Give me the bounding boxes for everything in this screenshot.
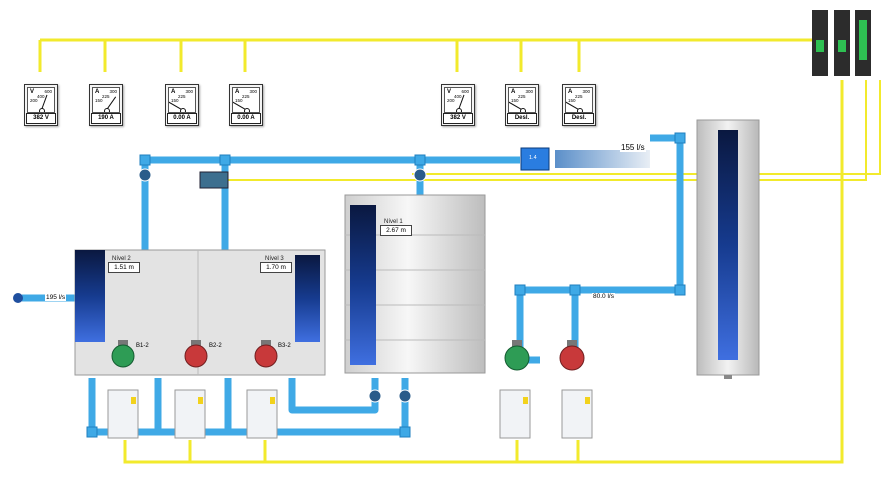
pump-b2[interactable] [184,340,208,368]
middle-tank [344,194,486,374]
meter-unit-letter: V [30,89,35,95]
meter-scale-high: 300 [582,89,590,94]
meter-scale-low: 150 [171,98,179,103]
meter-reading: 190 A [91,113,121,124]
meter-scale-mid: 225 [242,94,250,99]
flow-sensor-icon[interactable] [520,147,550,171]
tall-column [696,119,760,379]
drive-icon[interactable] [246,389,278,439]
pump-icon[interactable] [504,345,530,371]
meter-pivot [244,108,250,112]
pump-b3-label: B3-2 [278,343,291,349]
meter-scale-mid: 400 [37,94,45,99]
meter-scale-mid: 225 [518,94,526,99]
pump-b2-label: B2-2 [209,343,222,349]
meter-scale-low: 150 [95,98,103,103]
meter-reading: 0.00 A [231,113,261,124]
meter-unit-letter: A [95,89,100,95]
valve-icons[interactable] [138,168,427,403]
meter-scale-high: 300 [525,89,533,94]
meter-scale-low: 150 [511,98,519,103]
flow-sensor-readout: 1.4 [529,155,537,161]
meter-reading: 382 V [26,113,56,124]
meter-pivot [577,108,583,112]
meter-unit-letter: A [235,89,240,95]
meter-scale-high: 300 [109,89,117,94]
meter-pivot [520,108,526,112]
pump-icon[interactable] [111,344,135,368]
tank-level-2-label: Nível 2 [112,256,131,262]
meter-pivot [180,108,186,112]
pump-icon[interactable] [559,345,585,371]
meter-unit-letter: A [171,89,176,95]
pump-right-2[interactable] [559,340,585,371]
valve-icon[interactable] [368,389,382,403]
plc-modules[interactable] [812,10,871,76]
tank-level-2-value: 1.51 m [108,262,140,273]
meter-scale-mid: 225 [575,94,583,99]
pump-b3[interactable] [254,340,278,368]
meter-reading: 382 V [443,113,473,124]
riser-flow-readout: 80.0 l/s [592,293,615,300]
meter-scale-low: 150 [235,98,243,103]
flow-transmitter[interactable] [520,147,650,171]
valve-icon[interactable] [138,168,152,182]
meter-reading: 0.00 A [167,113,197,124]
pump-b1-label: B1-2 [136,343,149,349]
meter-unit-letter: A [511,89,516,95]
meter-scale-high: 300 [185,89,193,94]
meter-scale-mid: 225 [102,94,110,99]
meter-reading: Desl. [507,113,537,124]
meter-scale-high: 300 [249,89,257,94]
motor-drives[interactable] [107,389,593,439]
valve-icon[interactable] [413,168,427,182]
control-valve-icon[interactable] [199,171,229,189]
meter-scale-low: 200 [30,98,38,103]
meter-reading: Desl. [564,113,594,124]
pump-icon[interactable] [184,344,208,368]
tank-level-3-value: 1.70 m [260,262,292,273]
meter-scale-mid: 400 [454,94,462,99]
meter-scale-high: 600 [44,89,52,94]
pump-right-1[interactable] [504,340,530,371]
tank-level-1-value: 2.67 m [380,225,412,236]
tank-level-1-label: Nível 1 [384,219,403,225]
valve-icon[interactable] [398,389,412,403]
meter-pivot [39,108,45,112]
tank-level-3-label: Nível 3 [265,256,284,262]
inlet-flow-readout: 195 l/s [45,294,67,301]
meter-unit-letter: A [568,89,573,95]
inlet-icon [13,293,23,303]
meter-scale-high: 600 [461,89,469,94]
meter-pivot [456,108,462,112]
pump-icon[interactable] [254,344,278,368]
meter-scale-mid: 225 [178,94,186,99]
meter-scale-low: 200 [447,98,455,103]
signal-lines [38,38,881,464]
discharge-flow-readout: 155 l/s [620,143,646,152]
meter-unit-letter: V [447,89,452,95]
meter-pivot [104,108,110,112]
meter-scale-low: 150 [568,98,576,103]
pump-b1[interactable] [111,340,135,368]
